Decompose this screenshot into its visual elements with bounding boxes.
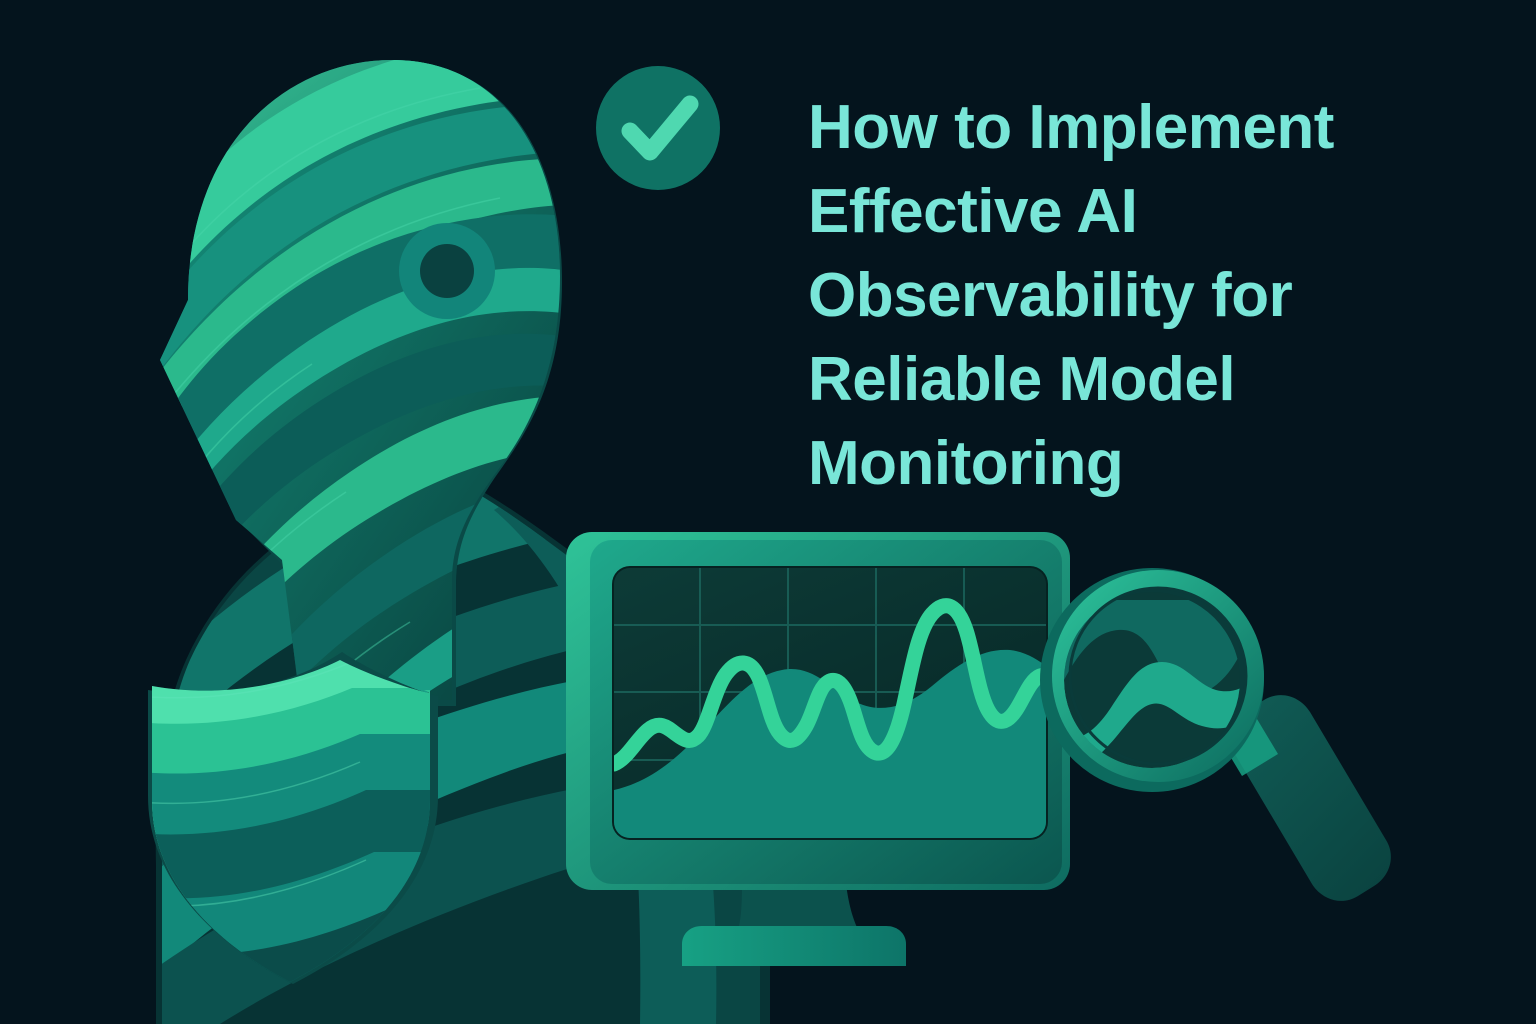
- monitor: [566, 532, 1070, 966]
- chart-area-mid: [614, 649, 1046, 838]
- magnifier: [1040, 568, 1391, 901]
- monitor-base: [682, 926, 906, 966]
- title-line-5: Monitoring: [808, 429, 1124, 498]
- head-ear-ring: [399, 223, 495, 319]
- title-line-2: Effective AI: [808, 177, 1138, 246]
- page-title: How to Implement Effective AI Observabil…: [808, 86, 1448, 506]
- chart-line-primary: [614, 598, 1046, 772]
- title-line-3: Observability for: [808, 261, 1293, 330]
- magnifier-lens-inner-edge: [1068, 586, 1248, 766]
- screen-chart: [614, 568, 1046, 838]
- check-icon: [621, 95, 699, 161]
- verified-check-badge: [596, 66, 720, 190]
- title-line-1: How to Implement: [808, 93, 1334, 162]
- check-badge-circle: [596, 66, 720, 190]
- title-line-4: Reliable Model: [808, 345, 1236, 414]
